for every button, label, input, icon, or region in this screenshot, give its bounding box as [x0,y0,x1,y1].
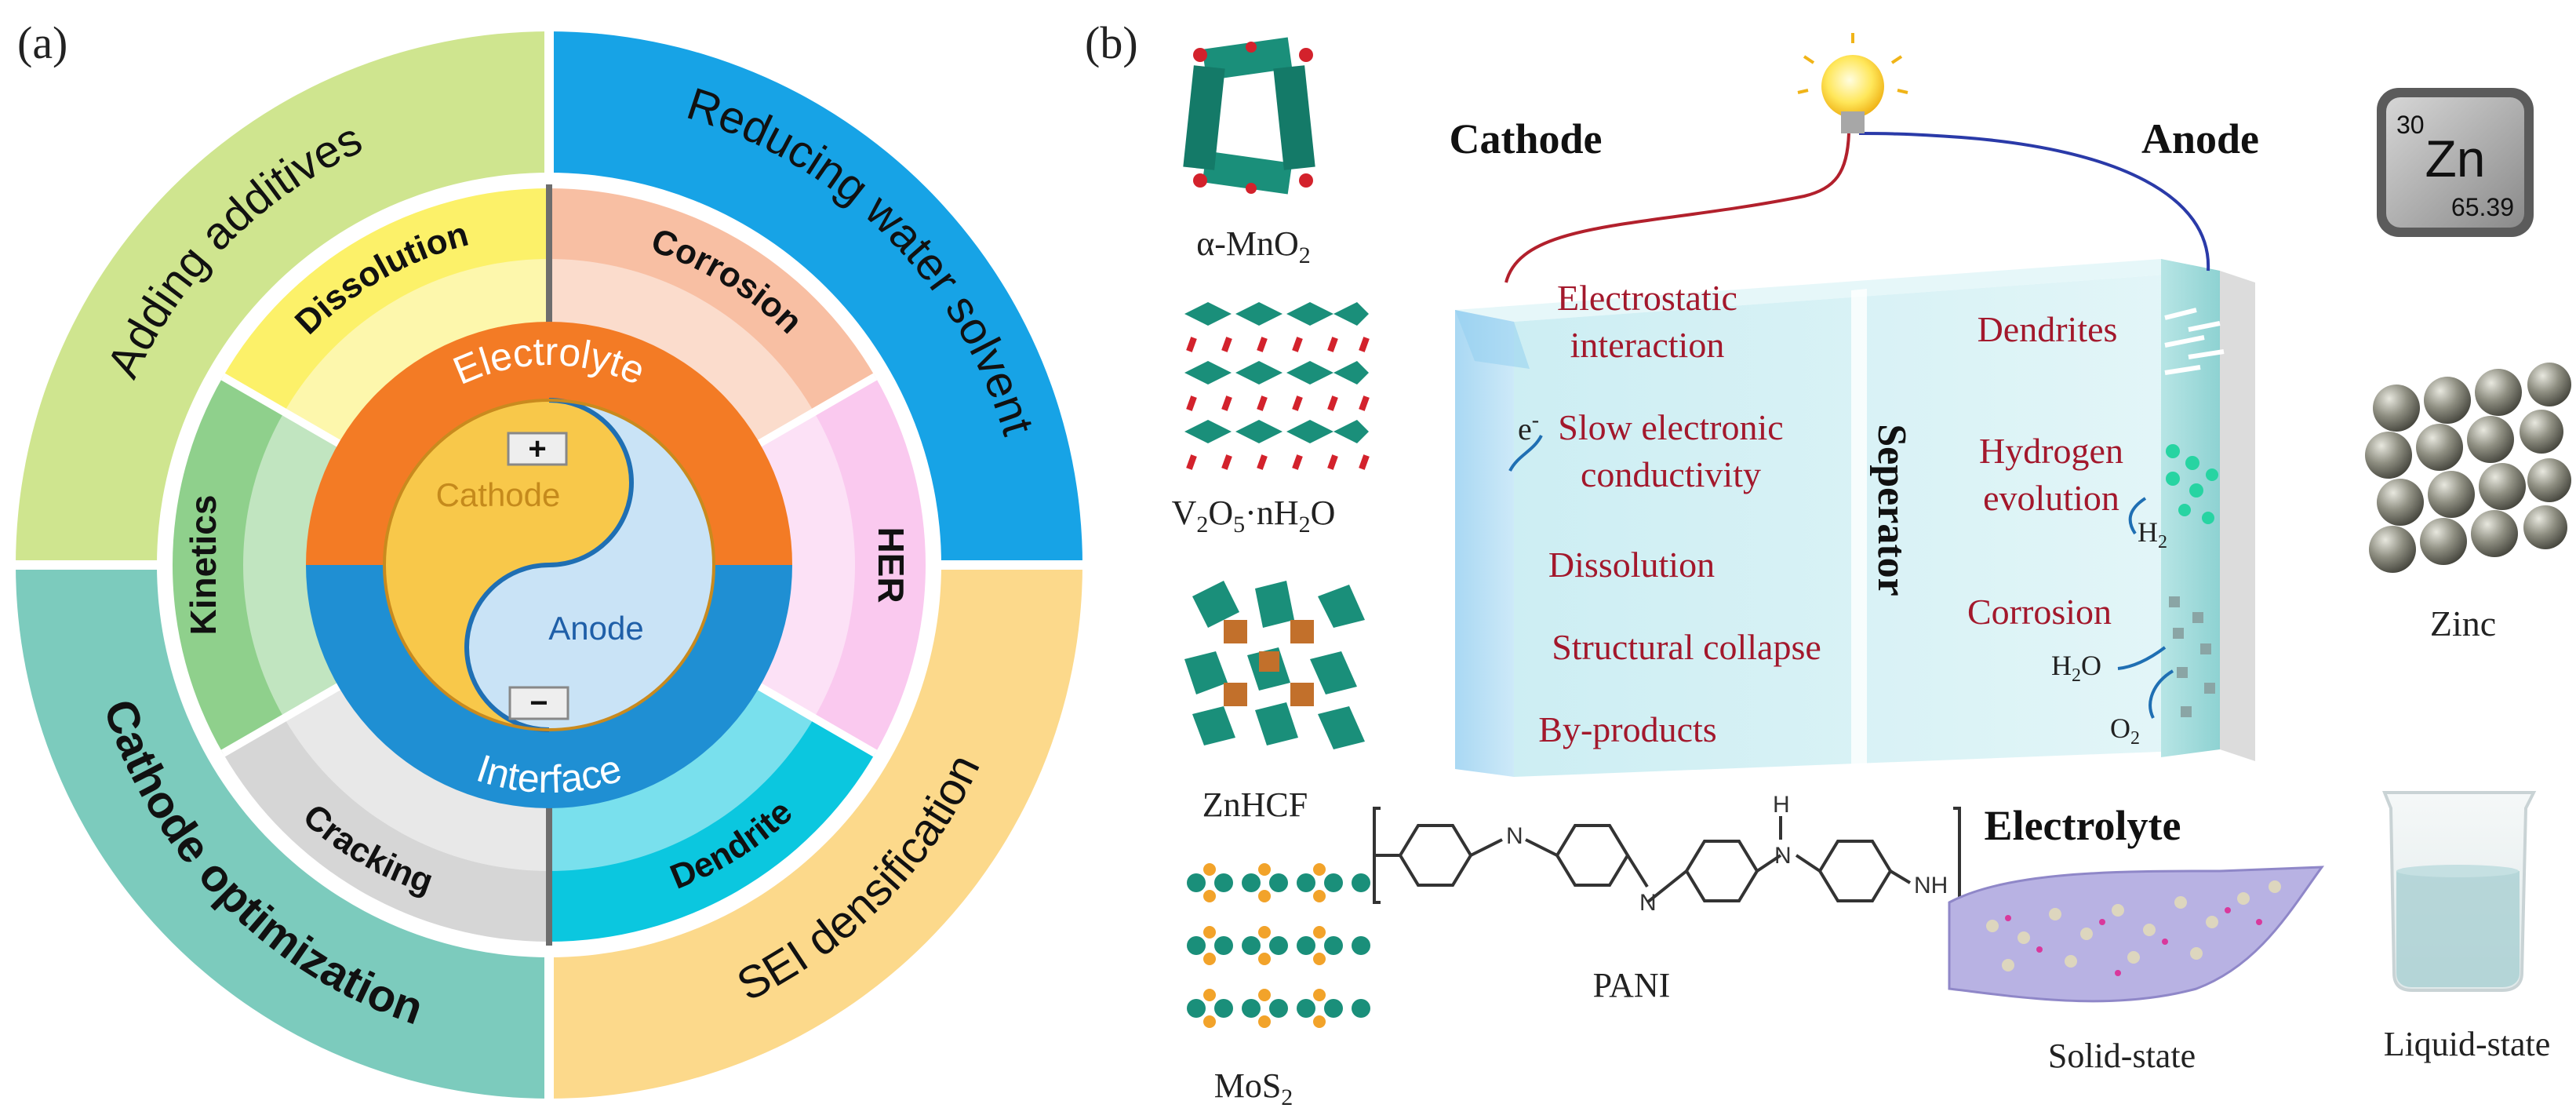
core-outline [383,399,715,731]
yin-yang-curve [464,398,634,732]
her-label: HER [871,527,911,603]
mos2-label: MoS2 [1214,1066,1293,1110]
cathode-yin [384,400,631,730]
liquid-state-label: Liquid-state [2384,1025,2551,1063]
zn-symbol: Zn [2425,129,2485,188]
solid-electrolyte-film [1948,866,2325,1003]
o2-arrow [2148,669,2174,719]
kinetics-label: Kinetics [183,495,224,636]
panel-a-label: (a) [17,17,67,68]
interface-ring [306,565,792,808]
anode-issues: Dendrites Hydrogen evolution Corrosion [1967,309,2123,632]
zinc-label: Zinc [2430,603,2496,643]
panel-a: (a) [8,17,1090,1106]
h2-label: H2 [2138,516,2167,552]
separator-label: Seperator [1869,424,1914,596]
pani-label: PANI [1593,966,1671,1004]
mos2-structure [1187,863,1370,1028]
electrolyte-particles [1986,880,2281,971]
anode-issue-2: Hydrogen [1979,431,2123,471]
zn-atomic-number: 30 [2396,111,2425,139]
cathode-issue-1: Electrostatic [1557,278,1737,318]
plus-sign: + [528,432,546,466]
corrosion-cubes [2169,596,2215,717]
battery-cell [1455,33,2255,777]
hydrogen-bubbles [2166,444,2218,524]
cathode-issues: Electrostatic interaction Slow electroni… [1538,278,1821,749]
panel-b: (b) α-MnO2 V2O5·nH2O [1085,17,2571,1110]
pani-h: H [1773,792,1790,818]
v2o5-structure [1184,302,1370,470]
electron-path [1508,435,1543,472]
cathode-title: Cathode [1449,115,1602,162]
electrolyte-ring [306,322,792,565]
electron-label: e- [1518,408,1539,447]
cathode-issue-7: By-products [1538,709,1716,749]
separator-membrane [1851,289,1867,767]
anode-issue-1: Dendrites [1977,309,2118,349]
bulb-rays [1797,33,1908,94]
cathode-issue-3: Slow electronic [1558,407,1783,447]
pani-structure [1373,807,1961,904]
cathode-core-label: Cathode [436,476,561,513]
anode-issue-3: evolution [1983,478,2119,518]
cell-top [1455,259,2220,322]
anode-core-label: Anode [548,610,643,647]
cathode-slab [1455,310,1514,777]
anode-issue-4: Corrosion [1967,592,2112,632]
solid-state-label: Solid-state [2048,1037,2196,1075]
pani-n2: N [1639,890,1657,916]
znhcf-structure [1184,581,1365,749]
h2-arrow [2128,497,2147,535]
panel-b-label: (b) [1085,17,1138,68]
dendrite-spikes [2164,308,2225,375]
pani-nh-top: N [1774,843,1792,869]
anode-wire [1858,132,2210,272]
pani-atom-labels: N N H N NH n [1506,792,1981,917]
minus-sign: − [529,686,548,720]
v2o5-label: V2O5·nH2O [1172,494,1336,538]
mno2-label: α-MnO2 [1196,224,1311,268]
cathode-issue-5: Dissolution [1548,545,1715,585]
bulb-base [1841,111,1865,133]
cathode-issue-4: conductivity [1581,454,1761,494]
zinc-lattice [2365,363,2571,573]
pani-nh-end: NH [1914,873,1948,898]
cathode-issue-6: Structural collapse [1552,627,1821,667]
electrolyte-ions [2005,907,2262,976]
anode-title: Anode [2141,115,2259,162]
electrolyte-title: Electrolyte [1985,802,2181,849]
pani-n1: N [1506,823,1523,849]
h2o-label: H2O [2051,650,2101,686]
h2o-arrow [2117,646,2167,670]
cathode-wire [1504,133,1850,283]
o2-label: O2 [2110,713,2140,749]
beaker [2382,791,2537,992]
zn-tile [2386,97,2524,228]
mno2-structure [1183,37,1315,195]
plus-badge [507,432,568,466]
minus-badge [508,686,569,720]
cathode-issue-2: interaction [1570,325,1725,365]
zn-mass: 65.39 [2451,193,2514,221]
light-bulb [1821,55,1884,118]
anode-edge [2220,271,2255,761]
znhcf-label: ZnHCF [1202,785,1308,824]
